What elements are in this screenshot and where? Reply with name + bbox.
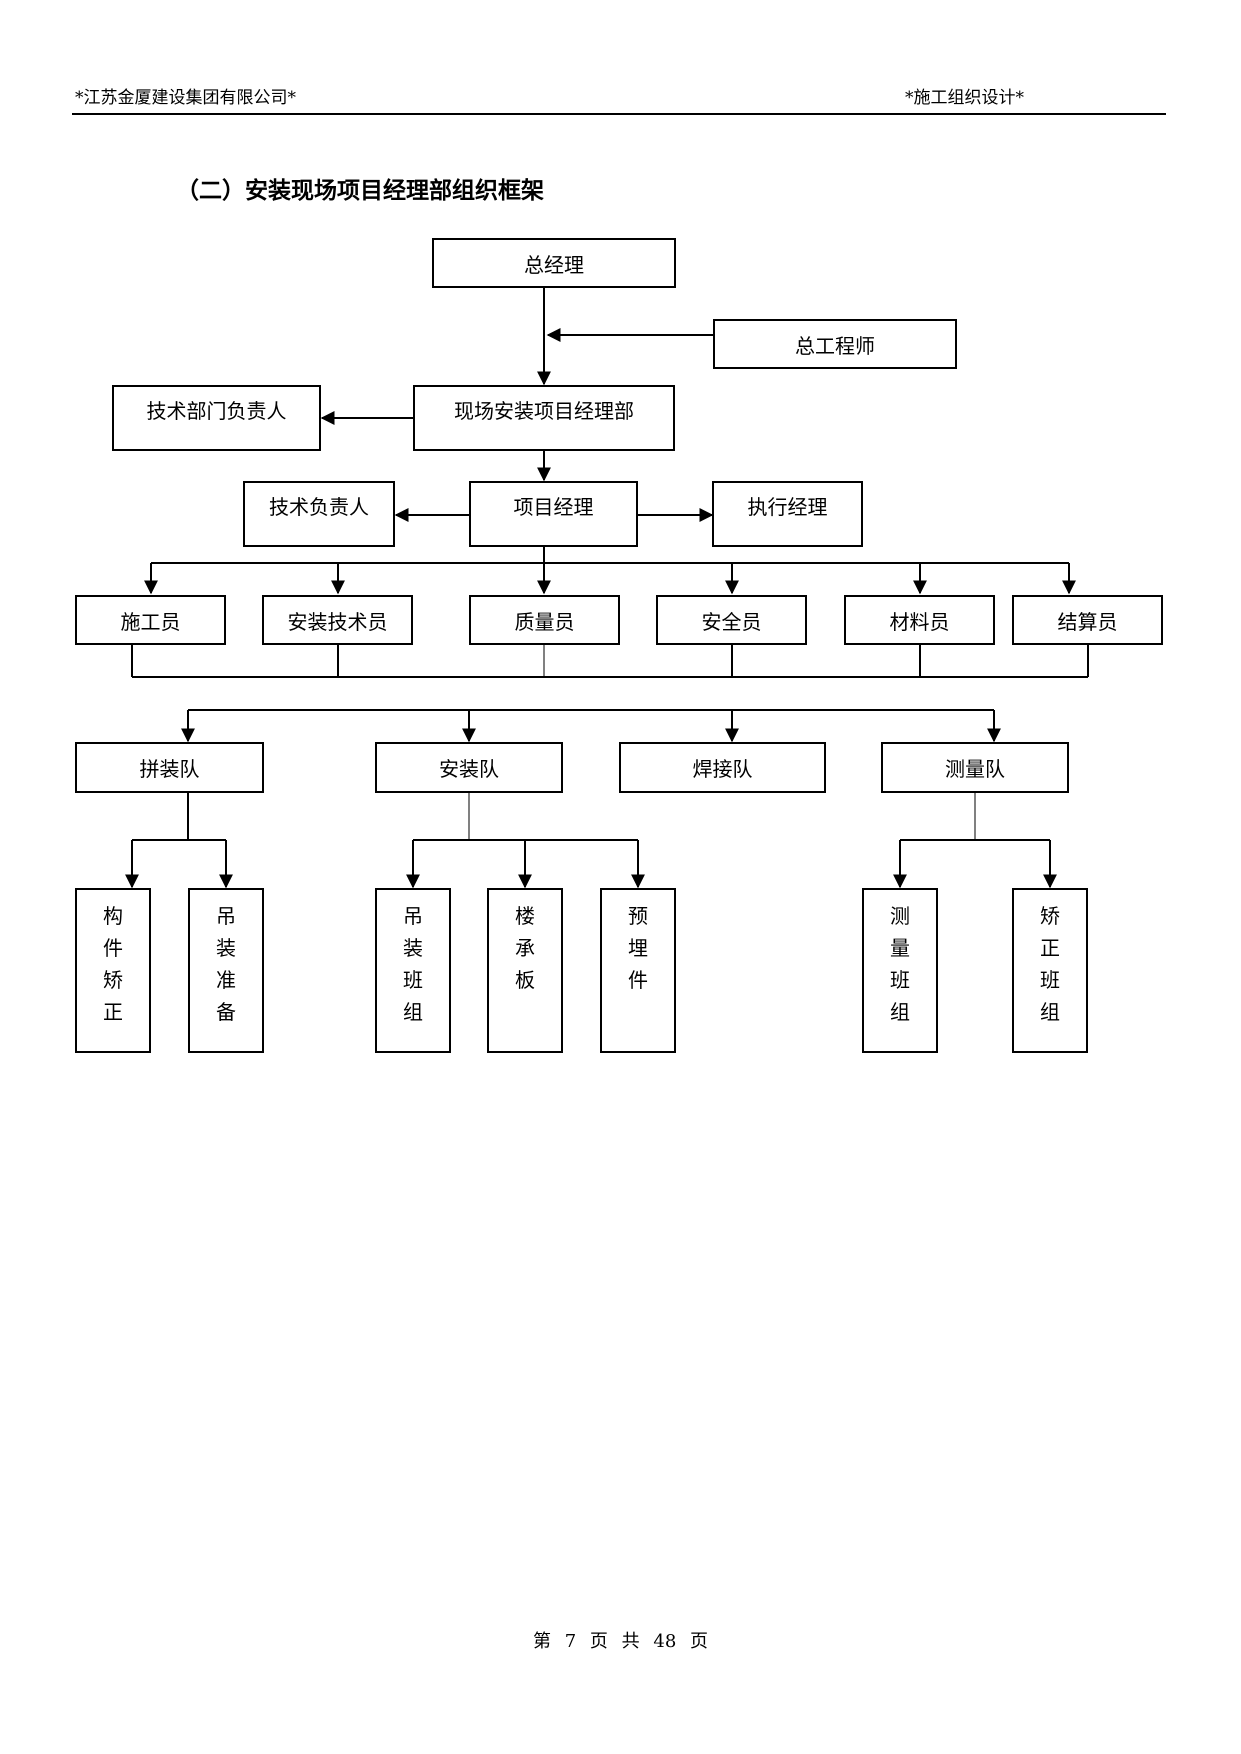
crew-label-char: 预 — [628, 904, 648, 928]
header-document-title: *施工组织设计* — [905, 88, 1024, 108]
crew-label-char: 楼 — [515, 904, 535, 928]
crew-label-char: 矫 — [1040, 904, 1060, 928]
box-tech-lead: 技术负责人 — [243, 481, 395, 547]
header-company: *江苏金厦建设集团有限公司* — [75, 88, 296, 108]
box-crew-embedded-parts: 预埋件 — [600, 888, 676, 1053]
crew-label-char: 测 — [890, 904, 910, 928]
crew-label-char: 吊 — [216, 904, 236, 928]
crew-label-char: 组 — [890, 1000, 910, 1024]
section-title: （二）安装现场项目经理部组织框架 — [176, 178, 544, 204]
crew-label-char: 班 — [890, 968, 910, 992]
crew-label-char: 量 — [890, 936, 910, 960]
crew-label-char: 吊 — [403, 904, 423, 928]
box-chief-engineer: 总工程师 — [713, 319, 957, 369]
box-team-installation: 安装队 — [375, 742, 563, 793]
box-team-assembly: 拼装队 — [75, 742, 264, 793]
crew-label-char: 准 — [216, 968, 236, 992]
box-team-welding: 焊接队 — [619, 742, 826, 793]
box-crew-survey-team: 测量班组 — [862, 888, 938, 1053]
crew-label-char: 承 — [515, 936, 535, 960]
box-team-survey: 测量队 — [881, 742, 1069, 793]
box-crew-component-correction: 构件矫正 — [75, 888, 151, 1053]
crew-label-char: 矫 — [103, 968, 123, 992]
footer-total-pages: 48 — [653, 1631, 677, 1652]
crew-label-char: 组 — [1040, 1000, 1060, 1024]
crew-label-char: 班 — [403, 968, 423, 992]
footer-total-label: 共 — [621, 1631, 640, 1652]
page-footer: 第 7 页 共 48 页 — [0, 1627, 1241, 1653]
crew-label-char: 埋 — [628, 936, 648, 960]
crew-label-char: 正 — [103, 1000, 123, 1024]
box-staff-5: 材料员 — [844, 595, 995, 645]
box-project-manager: 项目经理 — [469, 481, 638, 547]
crew-label-char: 组 — [403, 1000, 423, 1024]
crew-label-char: 装 — [403, 936, 423, 960]
box-tech-dept-head: 技术部门负责人 — [112, 385, 321, 451]
box-staff-1: 施工员 — [75, 595, 226, 645]
box-staff-3: 质量员 — [469, 595, 620, 645]
crew-label-char: 备 — [216, 1000, 236, 1024]
box-staff-6: 结算员 — [1012, 595, 1163, 645]
footer-page-unit: 页 — [589, 1631, 608, 1652]
crew-label-char: 装 — [216, 936, 236, 960]
footer-page-label: 第 — [532, 1631, 551, 1652]
box-general-manager: 总经理 — [432, 238, 676, 288]
box-executive-manager: 执行经理 — [712, 481, 863, 547]
crew-label-char: 正 — [1040, 936, 1060, 960]
footer-page-number: 7 — [564, 1631, 577, 1652]
box-site-project-dept: 现场安装项目经理部 — [413, 385, 675, 451]
crew-label-char: 板 — [515, 968, 535, 992]
crew-label-char: 件 — [628, 968, 648, 992]
box-crew-correction-team: 矫正班组 — [1012, 888, 1088, 1053]
box-staff-2: 安装技术员 — [262, 595, 413, 645]
box-crew-floor-deck: 楼承板 — [487, 888, 563, 1053]
crew-label-char: 班 — [1040, 968, 1060, 992]
box-staff-4: 安全员 — [656, 595, 807, 645]
crew-label-char: 构 — [103, 904, 123, 928]
header-rule — [72, 113, 1166, 115]
crew-label-char: 件 — [103, 936, 123, 960]
box-crew-lifting-prep: 吊装准备 — [188, 888, 264, 1053]
box-crew-lifting-team: 吊装班组 — [375, 888, 451, 1053]
footer-total-unit: 页 — [690, 1631, 709, 1652]
